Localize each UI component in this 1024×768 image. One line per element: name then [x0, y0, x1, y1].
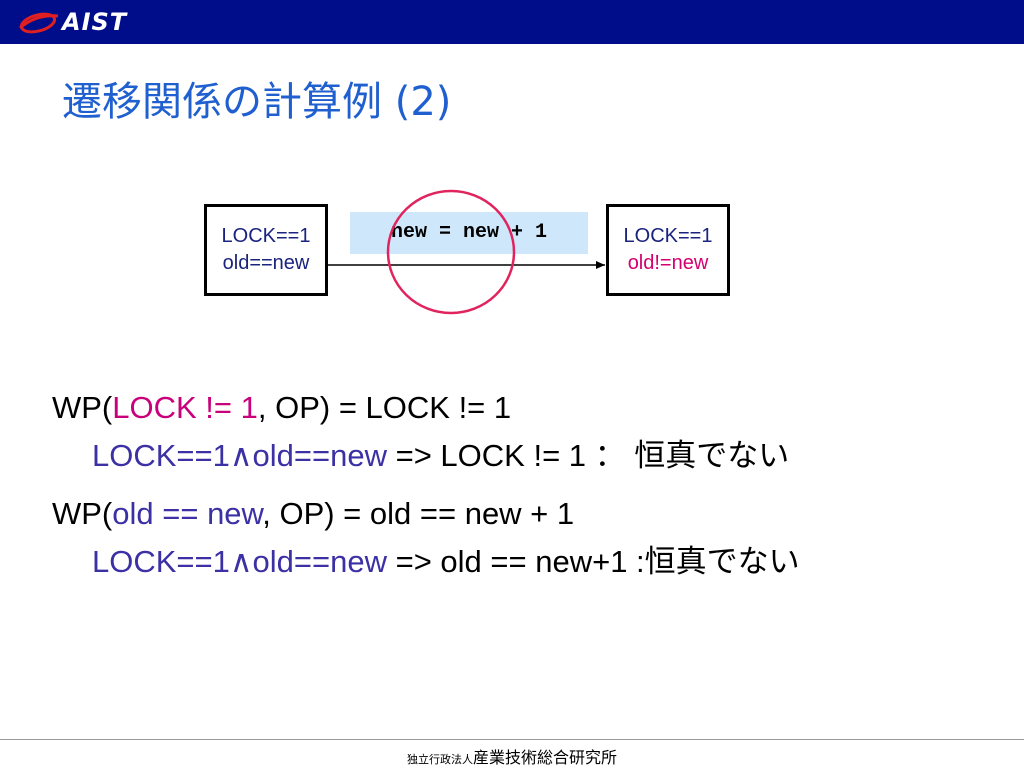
wp-line-1: WP(LOCK != 1, OP) = LOCK != 1 — [52, 388, 511, 428]
implication-line-2: LOCK==1∧old==new => old == new+1 :恒真でない — [92, 542, 800, 582]
footer-org-type: 独立行政法人 — [406, 753, 473, 766]
wp-line-2: WP(old == new, OP) = old == new + 1 — [52, 494, 574, 534]
source-lock-condition: LOCK==1 — [221, 225, 311, 247]
operation-label: new = new + 1 — [350, 212, 588, 254]
target-lock-condition: LOCK==1 — [623, 225, 713, 247]
wp-suffix-1: , OP) = LOCK != 1 — [257, 390, 512, 425]
state-box-source: LOCK==1 old==new — [204, 204, 328, 296]
aist-logo-text: AIST — [62, 8, 128, 36]
aist-swoosh-icon — [18, 10, 60, 34]
state-box-target: LOCK==1 old!=new — [606, 204, 730, 296]
wp-condition-2: old == new — [112, 496, 263, 531]
aist-logo: AIST — [18, 8, 127, 36]
premise-1: LOCK==1∧old==new — [92, 438, 387, 473]
wp-prefix-2: WP( — [52, 496, 113, 531]
premise-2: LOCK==1∧old==new — [92, 544, 387, 579]
footer-divider — [0, 739, 1024, 740]
wp-prefix-1: WP( — [52, 390, 113, 425]
header-bar: AIST — [0, 0, 1024, 44]
wp-condition-1: LOCK != 1 — [112, 390, 258, 425]
page-title: 遷移関係の計算例 (2) — [62, 79, 452, 125]
wp-suffix-2: , OP) = old == new + 1 — [262, 496, 575, 531]
target-old-condition: old!=new — [627, 252, 709, 274]
source-old-condition: old==new — [222, 252, 310, 274]
footer-organization: 独立行政法人産業技術総合研究所 — [0, 744, 1024, 768]
footer-org-name: 産業技術総合研究所 — [472, 748, 617, 767]
implication-line-1: LOCK==1∧old==new => LOCK != 1 ： 恒真でない — [92, 436, 789, 476]
conclusion-1: => LOCK != 1 ： 恒真でない — [387, 438, 790, 473]
conclusion-2: => old == new+1 :恒真でない — [387, 544, 800, 579]
